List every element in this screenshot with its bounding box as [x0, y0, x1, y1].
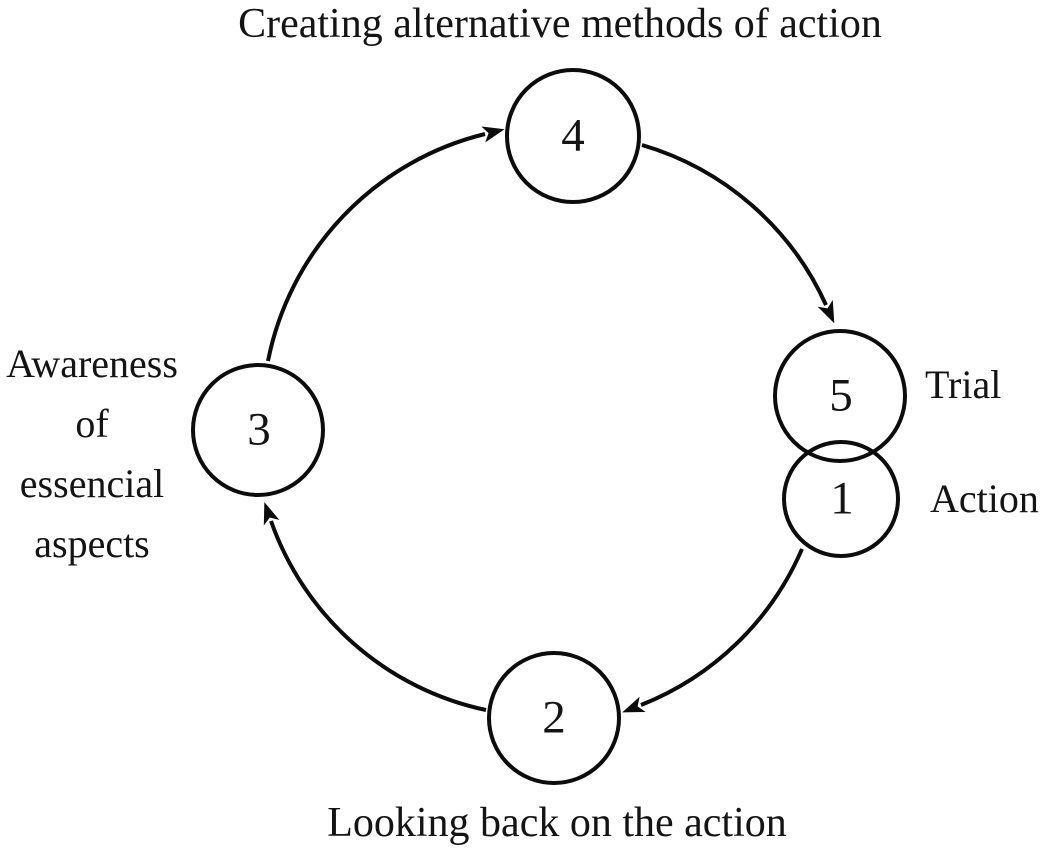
top-stage-label: Creating alternative methods of action [238, 1, 882, 47]
trial-stage-label: Trial [925, 362, 1002, 407]
node-1-circle [782, 440, 900, 558]
node-4-circle [505, 68, 641, 204]
left-stage-label-line-1: Awareness [6, 341, 178, 386]
left-stage-label: Awareness of essencial aspects [6, 334, 178, 574]
left-stage-label-line-4: aspects [34, 521, 150, 566]
node-5-number: 5 [829, 369, 853, 422]
bottom-stage-label: Looking back on the action [327, 800, 787, 846]
arrow-2-to-3 [263, 501, 487, 712]
node-3-circle [191, 363, 325, 497]
arrow-1-to-2 [622, 548, 804, 713]
node-4-number: 4 [561, 109, 585, 162]
node-2-circle [487, 651, 621, 785]
left-stage-label-line-3: essencial [19, 461, 165, 506]
action-stage-label: Action [930, 476, 1039, 521]
node-2-number: 2 [542, 691, 566, 744]
arrow-3-to-4 [266, 126, 505, 362]
node-1-number: 1 [830, 472, 854, 525]
arrow-4-to-5 [641, 143, 835, 324]
left-stage-label-line-2: of [75, 401, 109, 446]
node-5-circle [773, 329, 907, 463]
node-3-number: 3 [247, 403, 271, 456]
